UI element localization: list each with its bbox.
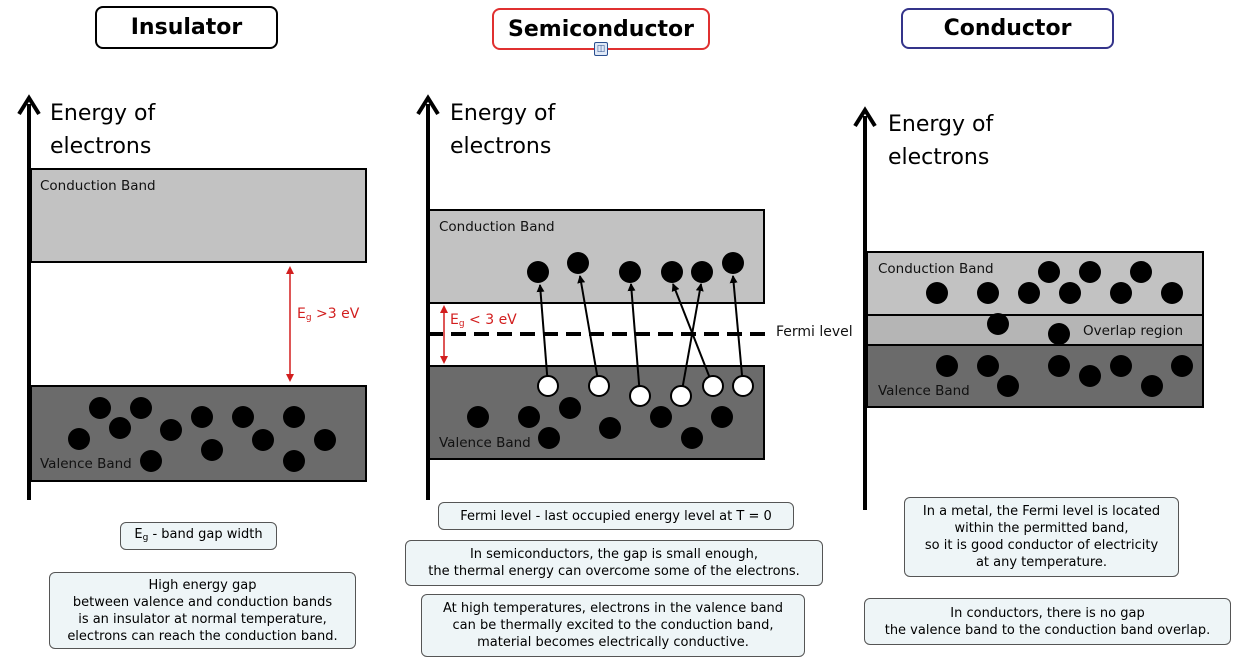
hole (702, 375, 724, 397)
electron (711, 406, 733, 428)
electron (1110, 355, 1132, 377)
semiconductor-gap-label: Eg < 3 eV (450, 312, 517, 329)
hole (537, 375, 559, 397)
conductor-note-1: In a metal, the Fermi level is located w… (904, 497, 1179, 577)
electron (130, 397, 152, 419)
electron (1161, 282, 1183, 304)
electron (1059, 282, 1081, 304)
insulator-conduction-band (30, 168, 367, 263)
electron (538, 427, 560, 449)
electron (283, 450, 305, 472)
conductor-electrons (926, 261, 1193, 397)
insulator-electrons (68, 397, 336, 472)
electron (691, 261, 713, 283)
fermi-level-note: Fermi level - last occupied energy level… (438, 502, 794, 530)
electron (599, 417, 621, 439)
electron (1079, 365, 1101, 387)
network-icon: ◫ (594, 42, 608, 56)
fermi-level-label: Fermi level (776, 324, 853, 340)
hole (629, 385, 651, 407)
conductor-valence-band-label: Valence Band (878, 383, 970, 399)
hole (670, 385, 692, 407)
electron (109, 417, 131, 439)
electron (997, 375, 1019, 397)
electron (160, 419, 182, 441)
electron (681, 427, 703, 449)
conductor-overlap-region-label: Overlap region (1083, 323, 1184, 339)
insulator-valence-band-label: Valence Band (40, 456, 132, 472)
electron (661, 261, 683, 283)
conductor-axis-label: Energy of electrons (888, 112, 994, 170)
semiconductor-conduction-electrons (527, 252, 744, 283)
semiconductor-energy-axis (416, 94, 440, 500)
electron (1048, 355, 1070, 377)
electron (467, 406, 489, 428)
insulator-gap-label: Eg >3 eV (297, 306, 360, 323)
electron (1079, 261, 1101, 283)
conductor-conduction-band-label: Conduction Band (878, 261, 994, 277)
electron (252, 429, 274, 451)
electron (140, 450, 162, 472)
electron (722, 252, 744, 274)
semiconductor-note-1: In semiconductors, the gap is small enou… (405, 540, 823, 586)
conductor-title: Conductor (901, 8, 1114, 49)
electron (650, 406, 672, 428)
insulator-axis-label: Energy of electrons (50, 101, 156, 159)
electron (1130, 261, 1152, 283)
semiconductor-conduction-band-label: Conduction Band (439, 219, 555, 235)
electron (559, 397, 581, 419)
hole (732, 375, 754, 397)
hole (588, 375, 610, 397)
insulator-note: High energy gap between valence and cond… (49, 572, 356, 649)
electron (89, 397, 111, 419)
band-gap-legend: Eg - band gap width (120, 522, 277, 550)
electron (987, 313, 1009, 335)
semiconductor-holes (537, 375, 754, 407)
electron (1048, 323, 1070, 345)
electron (283, 406, 305, 428)
insulator-energy-axis (17, 94, 41, 500)
electron (191, 406, 213, 428)
electron (1038, 261, 1060, 283)
semiconductor-conduction-band (428, 209, 765, 304)
electron (936, 355, 958, 377)
insulator-title: Insulator (95, 6, 278, 49)
conductor-overlap-region (866, 314, 1204, 346)
electron (201, 439, 223, 461)
semiconductor-excitation-arrows (536, 275, 744, 397)
electron (68, 428, 90, 450)
electron (926, 282, 948, 304)
electron (977, 282, 999, 304)
electron (1110, 282, 1132, 304)
semiconductor-valence-band-label: Valence Band (439, 435, 531, 451)
electron (1141, 375, 1163, 397)
electron (567, 252, 589, 274)
electron (977, 355, 999, 377)
electron (527, 261, 549, 283)
conductor-energy-axis (853, 106, 877, 510)
conductor-note-2: In conductors, there is no gap the valen… (864, 598, 1231, 645)
electron (314, 429, 336, 451)
electron (1171, 355, 1193, 377)
electron (232, 406, 254, 428)
semiconductor-valence-electrons (467, 397, 733, 449)
electron (518, 406, 540, 428)
insulator-conduction-band-label: Conduction Band (40, 178, 156, 194)
semiconductor-axis-label: Energy of electrons (450, 101, 556, 159)
electron (1018, 282, 1040, 304)
semiconductor-note-2: At high temperatures, electrons in the v… (421, 594, 805, 657)
electron (619, 261, 641, 283)
